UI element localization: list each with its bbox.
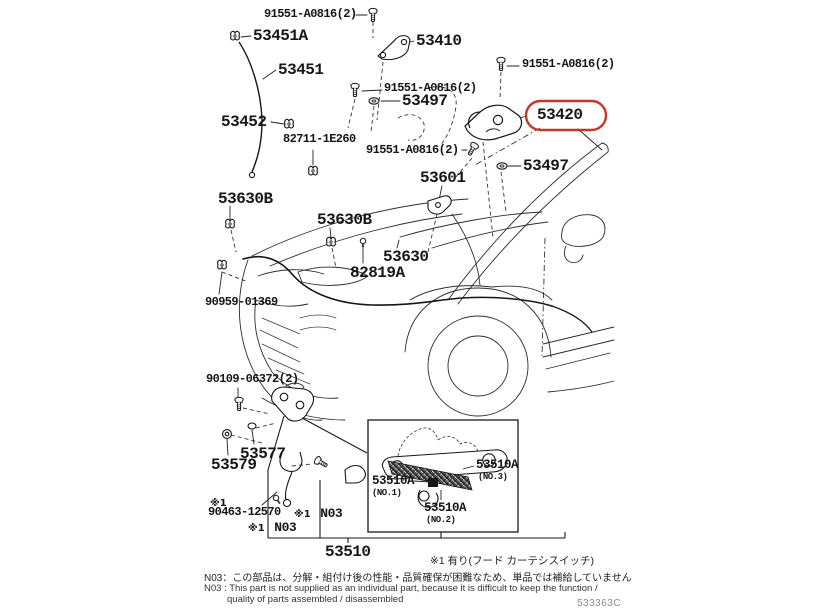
inset-footnote: ※1 有り(フード カーテシスイッチ) <box>430 555 594 567</box>
dashed-lines <box>221 22 546 467</box>
part-label-no3: (NO.3) <box>478 472 508 482</box>
part-label-90463: 90463-12570 <box>208 505 281 519</box>
clip-icon <box>326 236 336 247</box>
part-label-53451: 53451 <box>278 61 324 79</box>
clip-icon <box>217 259 227 270</box>
bolt-icon <box>350 82 360 97</box>
part-label-53510a-no1: 53510A <box>372 474 415 488</box>
part-label-53510: 53510 <box>325 543 371 561</box>
part-label-53497-a: 53497 <box>402 92 448 110</box>
part-label-91551-mid: 91551-A0816(2) <box>384 81 477 95</box>
footnote-en-line2: quality of parts assembled / disassemble… <box>227 594 404 605</box>
part-label-53410: 53410 <box>416 32 462 50</box>
n03-mark-b: ※1 N03 <box>248 519 297 536</box>
footnote-en-line1: N03 : This part is not supplied as an in… <box>204 583 598 594</box>
bolt-icon <box>465 140 480 158</box>
screw-icon <box>359 237 367 249</box>
n03-label: N03 <box>320 506 343 521</box>
footnote-jp-text: この部品は、分解・組付け後の性能・品質確保が困難なため、単品では補給していません <box>232 573 632 584</box>
part-label-90109: 90109-06372(2) <box>206 372 299 386</box>
ref1-mark: ※1 <box>248 523 265 534</box>
bolt-icon <box>234 396 244 411</box>
part-label-91551-right: 91551-A0816(2) <box>522 57 615 71</box>
part-label-53579: 53579 <box>211 456 257 474</box>
bolt-icon <box>496 56 506 71</box>
clip-icon <box>225 218 235 229</box>
clip-icon <box>230 30 240 41</box>
rod-53451-icon <box>238 41 263 179</box>
part-label-53510a-no2: 53510A <box>424 501 467 515</box>
part-label-90959: 90959-01369 <box>205 295 278 309</box>
drawing-number: 533363C <box>577 598 622 609</box>
part-label-53497-b: 53497 <box>523 157 569 175</box>
bolt-icon <box>368 7 378 23</box>
screw-icon <box>271 493 283 506</box>
clip-icon <box>284 118 294 129</box>
part-label-no2: (NO.2) <box>426 515 456 525</box>
ref1-mark: ※1 <box>210 498 227 509</box>
part-label-53630: 53630 <box>383 248 429 266</box>
ref1-mark: ※1 <box>294 509 311 520</box>
part-label-82711: 82711-1E260 <box>283 132 356 146</box>
part-label-53577: 53577 <box>240 445 286 463</box>
part-label-53420: 53420 <box>537 106 583 124</box>
grouping-bracket <box>267 415 566 543</box>
part-label-53630b-a: 53630B <box>218 190 273 208</box>
part-label-53452: 53452 <box>221 113 267 131</box>
hood-cable-53630 <box>242 255 593 333</box>
part-label-82819a: 82819A <box>350 264 405 282</box>
n03-mark-a: ※1 N03 <box>294 505 343 522</box>
lower-bracket-assembly <box>222 386 366 508</box>
part-icons <box>217 7 523 508</box>
footnote-en-text1: This part is not supplied as an individu… <box>229 583 598 594</box>
part-label-53451a: 53451A <box>253 27 308 45</box>
n03-label: N03 <box>274 520 297 535</box>
highlight-oval <box>524 99 608 132</box>
latch-bar-hatched <box>387 460 473 491</box>
part-label-91551-lower: 91551-A0816(2) <box>366 143 459 157</box>
part-label-91551-top: 91551-A0816(2) <box>264 7 357 21</box>
support-53601-icon <box>427 195 452 215</box>
footnote-jp: N03：この部品は、分解・組付け後の性能・品質確保が困難なため、単品では補給して… <box>204 569 632 584</box>
hinge-53410-icon <box>377 35 411 61</box>
grommet-icon <box>368 97 380 105</box>
part-label-53601: 53601 <box>420 169 466 187</box>
clip-icon <box>308 165 318 176</box>
part-label-53510a-no3: 53510A <box>476 458 519 472</box>
ref-mark: ※1 <box>210 494 227 511</box>
footnote-jp-code: N03： <box>204 573 233 584</box>
inset-box <box>367 419 519 533</box>
grommet-icon <box>496 162 508 170</box>
footnote-en-code: N03 : <box>204 583 227 594</box>
part-label-53630b-b: 53630B <box>317 211 372 229</box>
hood-lock-53420-icon <box>464 104 523 141</box>
bolt-icon <box>312 455 330 470</box>
part-label-no1: (NO.1) <box>372 488 402 498</box>
latch-catch <box>428 478 438 487</box>
